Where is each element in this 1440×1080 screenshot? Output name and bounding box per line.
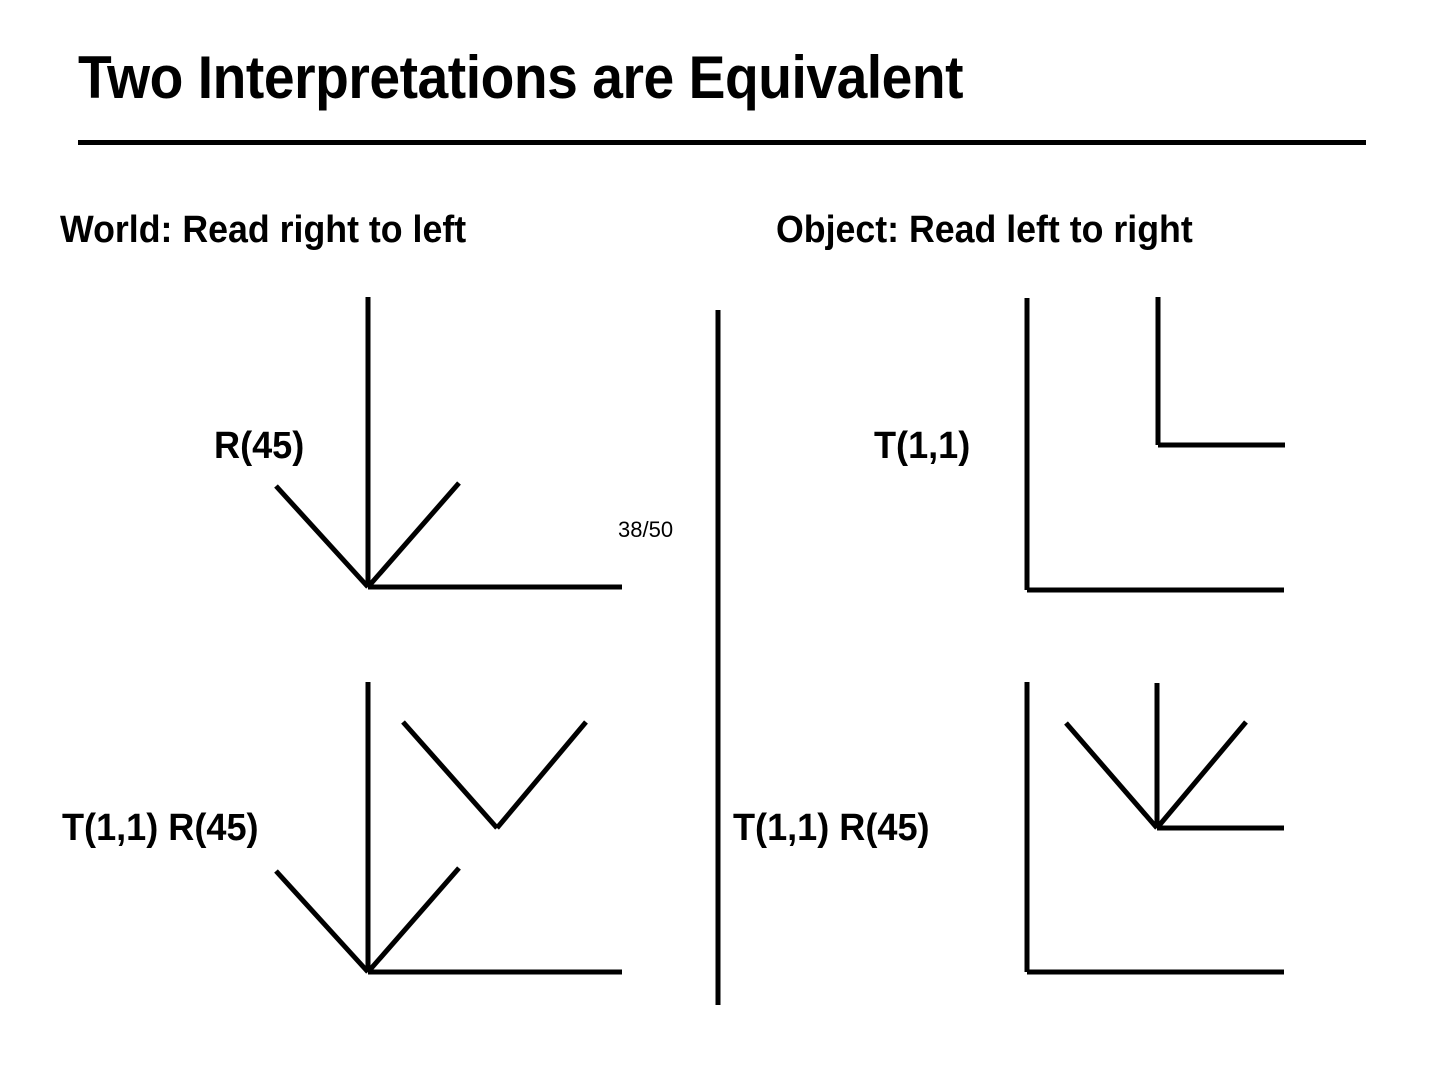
bottom-left-t11-r45-arrow-left-arm <box>274 869 370 974</box>
bottom-left-t11-r45-arrow-right-arm <box>366 866 461 974</box>
bottom-left-t11-r45-translated-right-arm <box>495 720 588 830</box>
label-bottom-left-t11-r45: T(1,1) R(45) <box>62 807 259 849</box>
page-title: Two Interpretations are Equivalent <box>78 44 964 111</box>
bottom-right-t11-r45-translated-right-arm <box>1155 720 1248 830</box>
label-top-left-r45: R(45) <box>214 425 305 467</box>
figure-top-right-t11 <box>1024 297 1285 593</box>
column-heading-world: World: Read right to left <box>60 209 467 251</box>
top-left-r45-arrow-left-arm <box>274 484 370 589</box>
column-heading-object: Object: Read left to right <box>776 209 1193 251</box>
page-number: 38/50 <box>618 517 674 542</box>
label-top-right-t11: T(1,1) <box>874 425 971 467</box>
bottom-left-t11-r45-translated-left-arm <box>401 720 499 830</box>
bottom-right-t11-r45-translated-left-arm <box>1064 721 1159 830</box>
title-block: Two Interpretations are Equivalent <box>78 44 1368 149</box>
figure-top-left-r45 <box>274 297 622 590</box>
figure-bottom-right-t11-r45 <box>1024 682 1284 975</box>
title-divider-rule <box>78 140 1366 145</box>
top-left-r45-arrow-right-arm <box>366 481 461 589</box>
label-bottom-right-t11-r45: T(1,1) R(45) <box>733 807 930 849</box>
figure-bottom-left-t11-r45 <box>274 682 622 975</box>
